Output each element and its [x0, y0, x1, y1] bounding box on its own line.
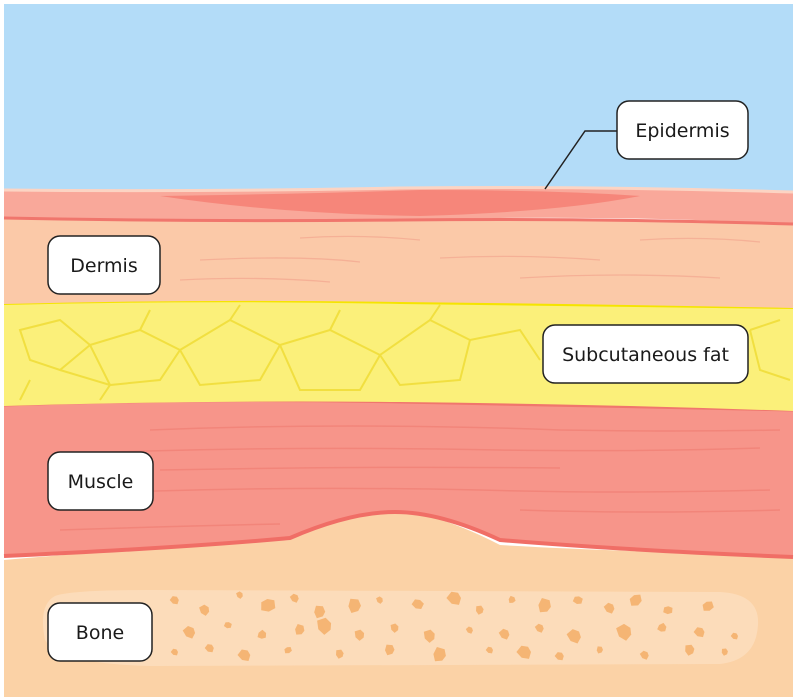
bone-spot [685, 644, 695, 656]
label-bone-box [47, 602, 153, 662]
label-subcutaneous-fat-box [542, 324, 749, 384]
label-dermis: Dermis [47, 235, 161, 295]
bone-spot [314, 605, 326, 619]
bone-spot [730, 632, 738, 640]
bone-spot [616, 623, 632, 641]
bone-spot [336, 649, 344, 659]
dermis-fibers [179, 235, 761, 283]
muscle-layer [4, 400, 793, 557]
bone-spot [572, 596, 583, 604]
bone-spots [169, 591, 738, 662]
bone-spot [508, 595, 516, 603]
bone-spot [693, 627, 705, 638]
label-epidermis: Epidermis [616, 100, 749, 160]
label-muscle: Muscle [47, 451, 154, 511]
bone-spot [376, 596, 383, 604]
bone-spot [566, 629, 581, 644]
sky-background [4, 4, 793, 196]
bone-spot [182, 626, 196, 639]
bone-spot [639, 650, 649, 660]
bone-spot [657, 622, 667, 632]
bone-spot [317, 617, 332, 635]
bone-spot [534, 623, 544, 633]
bone-spot [476, 605, 484, 615]
bone-spot [170, 648, 178, 656]
epidermis-bottom-border [3, 216, 794, 226]
bone-spot [204, 644, 214, 653]
label-muscle-text: Muscle [68, 471, 134, 493]
bone-spot [721, 648, 728, 656]
epidermis-top-edge [3, 186, 794, 194]
dermis-layer [4, 218, 793, 308]
muscle-fibers [59, 425, 781, 531]
bone-spot [516, 645, 531, 659]
bone-spot [295, 624, 305, 635]
bone-spot [236, 591, 243, 599]
bone-spot [629, 594, 642, 606]
bone-spot [702, 601, 714, 611]
label-bone-text: Bone [76, 622, 124, 644]
bone-spot [223, 622, 232, 629]
bone-spot [663, 606, 673, 615]
bone-spot [261, 599, 276, 612]
bone-spot [284, 647, 292, 654]
label-epidermis-text: Epidermis [635, 120, 729, 142]
epidermis-leader-line [544, 130, 617, 190]
bone-spot [446, 591, 461, 605]
bone-spot [554, 652, 564, 661]
bone-spot [237, 649, 251, 661]
epidermis-highlight [160, 190, 640, 216]
bone-spot [596, 646, 603, 654]
bone-spot [485, 646, 493, 654]
label-bone: Bone [47, 602, 153, 662]
bone-spot [465, 626, 473, 634]
bone-spot [390, 623, 399, 633]
label-muscle-box [47, 451, 154, 511]
label-dermis-text: Dermis [70, 255, 137, 277]
bone-inner [42, 590, 759, 666]
bone-spot [423, 629, 435, 643]
bone-spot [411, 599, 424, 609]
bone-spot [257, 629, 267, 639]
bone-spot [498, 628, 510, 640]
bone-spot [433, 647, 446, 662]
bone-spot [199, 604, 210, 616]
bone-spot [538, 598, 551, 613]
label-subcutaneous-fat-text: Subcutaneous fat [562, 344, 729, 366]
label-subcutaneous-fat: Subcutaneous fat [542, 324, 749, 384]
bone-spot [354, 629, 365, 641]
label-dermis-box [47, 235, 161, 295]
bone-spot [289, 593, 299, 603]
bone-spot [348, 598, 361, 613]
bone-spot [603, 602, 615, 614]
bone-spot [385, 644, 395, 656]
bone-spot [169, 596, 179, 605]
muscle-bottom-border [3, 509, 794, 559]
fat-cells [18, 304, 791, 401]
label-epidermis-box [616, 100, 749, 160]
